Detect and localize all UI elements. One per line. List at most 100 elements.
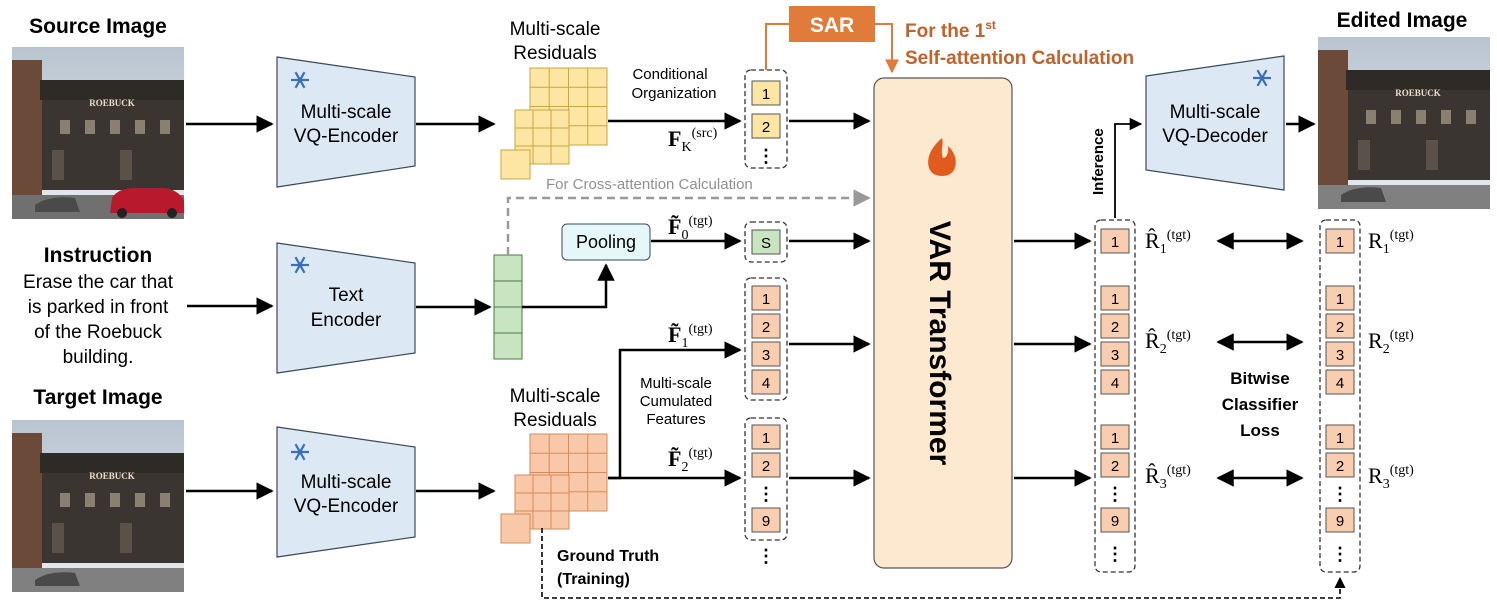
r3-hat-label: R̂3(tgt) <box>1145 463 1191 492</box>
f1-tgt-label: F̃1(tgt) <box>668 322 713 351</box>
scale2-token-1: 1 <box>762 430 770 447</box>
scale1-token-1: 1 <box>762 291 770 308</box>
transformer-label: VAR Transformer <box>923 221 956 466</box>
cumulated-line-2: Cumulated <box>640 393 713 410</box>
gt-token-s2-4: 4 <box>1336 375 1344 392</box>
output-token-s3-9: 9 <box>1111 513 1119 530</box>
source-residuals-line-1: Multi-scale <box>510 19 601 40</box>
ground-truth-arrow <box>541 528 1346 599</box>
pooling-block: Pooling <box>561 223 651 261</box>
gt-token-s3-9: 9 <box>1336 513 1344 530</box>
text-encoder-line-1: Text <box>329 285 365 306</box>
sar-block: SAR <box>789 6 875 42</box>
target-photo: ROEBUCK <box>12 420 184 592</box>
scale1-token-column: 1 2 3 4 <box>744 277 788 401</box>
output-token-s2-4: 4 <box>1111 375 1119 392</box>
cumulated-line-3: Features <box>646 411 705 428</box>
scale2-token-dots: ⋮ <box>757 484 775 504</box>
source-token-column: 1 2 ⋮ <box>744 69 788 169</box>
source-token-dots: ⋮ <box>757 146 775 166</box>
source-token-1: 1 <box>762 86 770 103</box>
instruction-line-2: is parked in front <box>28 297 169 318</box>
start-token-column: S <box>744 221 788 263</box>
cross-attention-note: For Cross-attention Calculation <box>546 176 753 193</box>
bitwise-loss-line-1: Bitwise <box>1230 369 1290 388</box>
conditional-org-line-1: Conditional <box>632 66 707 83</box>
target-residuals-line-1: Multi-scale <box>510 386 601 407</box>
fk-src-label: FK(src) <box>668 126 718 155</box>
decoder-line-1: Multi-scale <box>1170 102 1261 123</box>
output-token-s1: 1 <box>1111 234 1119 251</box>
gt-token-more: ⋮ <box>1331 544 1349 564</box>
source-encoder-line-2: VQ-Encoder <box>294 126 399 147</box>
output-token-s3-dots: ⋮ <box>1106 484 1124 504</box>
decoder-line-2: VQ-Decoder <box>1162 126 1268 147</box>
output-token-s3-2: 2 <box>1111 458 1119 475</box>
text-encoder: Text Encoder <box>276 242 416 374</box>
bitwise-loss-line-3: Loss <box>1240 421 1280 440</box>
instruction-line-3: of the Roebuck <box>34 322 162 343</box>
source-residuals-line-2: Residuals <box>513 43 596 64</box>
r2-hat-label: R̂2(tgt) <box>1145 328 1191 357</box>
sar-label: SAR <box>810 14 854 37</box>
gt-token-s3-2: 2 <box>1336 458 1344 475</box>
instruction-heading: Instruction <box>44 244 153 267</box>
flame-icon <box>928 138 956 176</box>
scale2-token-2: 2 <box>762 458 770 475</box>
target-vq-encoder: Multi-scale VQ-Encoder <box>276 426 416 558</box>
instruction-line-4: building. <box>63 347 134 368</box>
source-residuals: Multi-scale Residuals <box>500 19 608 180</box>
output-token-column: 1 1 2 3 4 1 2 ⋮ 9 ⋮ <box>1094 219 1136 573</box>
gt-token-s3-1: 1 <box>1336 430 1344 447</box>
sar-connector <box>765 23 899 74</box>
gt-token-s3-dots: ⋮ <box>1331 484 1349 504</box>
target-image-title: Target Image <box>33 386 162 409</box>
ground-truth-token-column: 1 1 2 3 4 1 2 ⋮ 9 ⋮ <box>1319 219 1361 573</box>
r1-label: R1(tgt) <box>1368 228 1414 257</box>
edited-image-title: Edited Image <box>1337 9 1468 32</box>
start-token: S <box>761 235 771 252</box>
f0-tgt-label: F̃0(tgt) <box>668 214 713 243</box>
source-image-title: Source Image <box>29 15 167 38</box>
target-photo-sign: ROEBUCK <box>89 471 135 481</box>
gt-token-s2-2: 2 <box>1336 319 1344 336</box>
gt-token-s2-3: 3 <box>1336 347 1344 364</box>
ground-truth-line-1: Ground Truth <box>557 548 659 565</box>
ground-truth-line-2: (Training) <box>557 571 630 588</box>
target-encoder-line-2: VQ-Encoder <box>294 496 399 517</box>
edited-photo: ROEBUCK <box>1318 37 1490 209</box>
scale1-token-2: 2 <box>762 319 770 336</box>
target-encoder-line-1: Multi-scale <box>301 472 392 493</box>
r3-label: R3(tgt) <box>1368 463 1414 492</box>
output-token-s2-2: 2 <box>1111 319 1119 336</box>
target-residuals: Multi-scale Residuals <box>500 386 608 544</box>
sar-note-line-2: Self-attention Calculation <box>905 48 1134 69</box>
output-token-s2-1: 1 <box>1111 291 1119 308</box>
scale1-token-4: 4 <box>762 375 770 392</box>
r1-hat-label: R̂1(tgt) <box>1145 228 1191 257</box>
scale2-token-column: 1 2 ⋮ 9 <box>744 417 788 541</box>
vq-decoder: Multi-scale VQ-Decoder <box>1145 55 1285 191</box>
sar-note-line-1: For the 1st <box>905 18 996 42</box>
source-token-2: 2 <box>762 119 770 136</box>
scale2-token-9: 9 <box>762 513 770 530</box>
arrows <box>186 112 1316 500</box>
instruction-line-1: Erase the car that <box>23 272 174 293</box>
r2-label: R2(tgt) <box>1368 328 1414 357</box>
edited-photo-sign: ROEBUCK <box>1395 88 1441 98</box>
source-encoder-line-1: Multi-scale <box>301 102 392 123</box>
cumulated-line-1: Multi-scale <box>640 375 712 392</box>
output-token-s3-1: 1 <box>1111 430 1119 447</box>
gt-token-s1: 1 <box>1336 234 1344 251</box>
source-photo: ROEBUCK <box>12 47 184 219</box>
source-photo-sign: ROEBUCK <box>89 98 135 108</box>
text-encoder-line-2: Encoder <box>311 310 382 331</box>
var-transformer: VAR Transformer <box>873 77 1013 569</box>
f2-tgt-label: F̃2(tgt) <box>668 446 713 475</box>
conditional-org-line-2: Organization <box>631 85 716 102</box>
source-vq-encoder: Multi-scale VQ-Encoder <box>276 56 416 188</box>
cross-attention-arrow <box>506 189 871 255</box>
inference-label: Inference <box>1090 128 1107 195</box>
pooling-label: Pooling <box>576 232 636 252</box>
